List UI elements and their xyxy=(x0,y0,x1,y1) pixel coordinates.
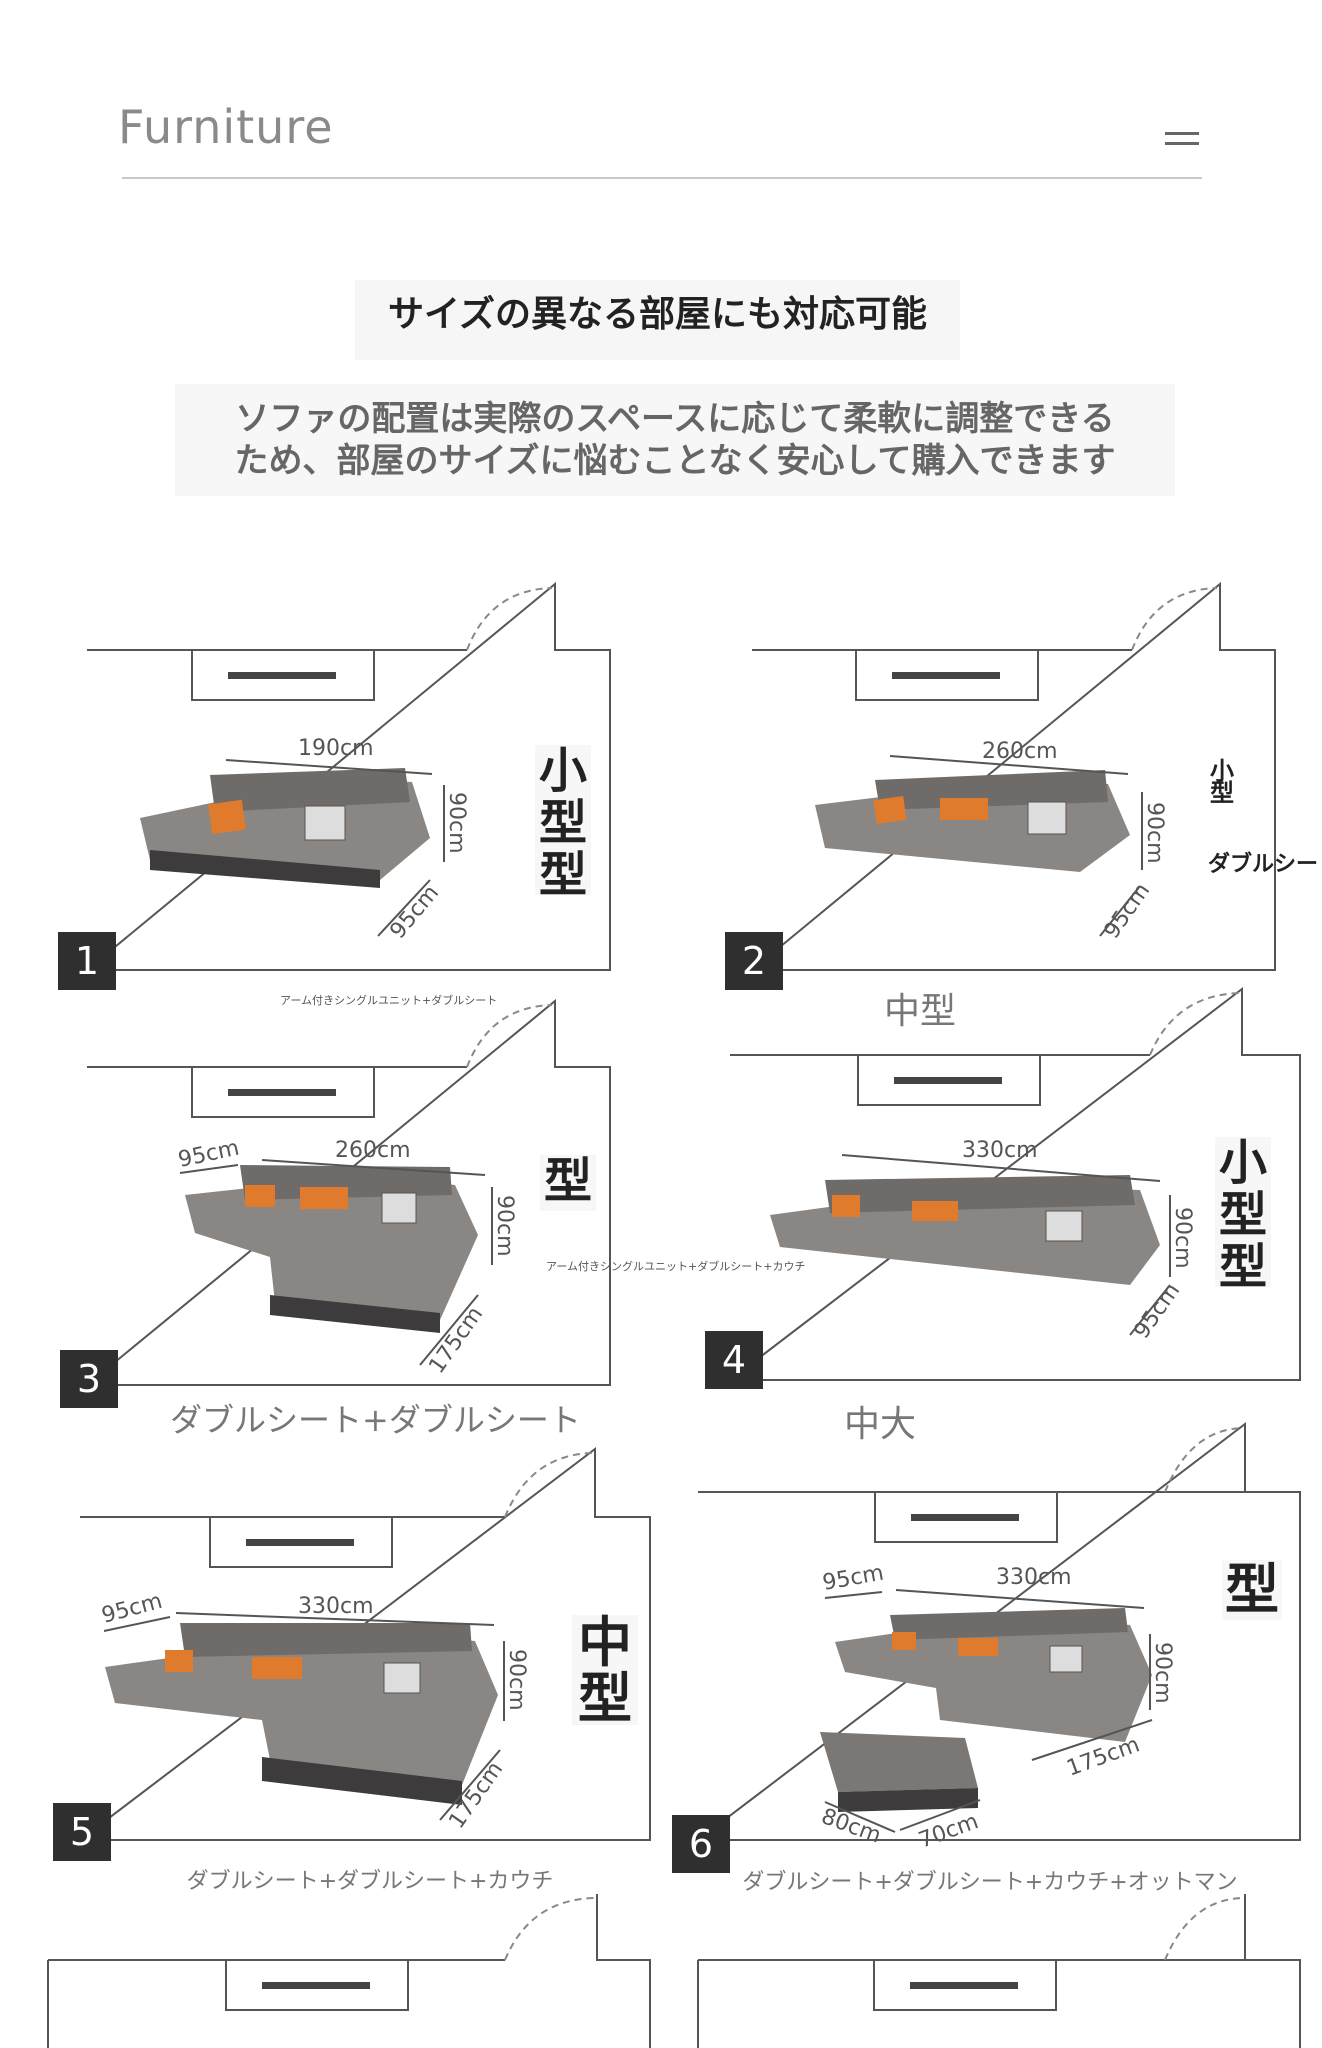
width-dimension-5: 330cm xyxy=(298,1594,374,1619)
sofa-illustration-1 xyxy=(140,768,430,888)
height-dimension-4: 90cm xyxy=(1170,1207,1195,1269)
size-label: 小型型 xyxy=(1215,1137,1271,1293)
depth-dimension-6: 175cm xyxy=(1064,1732,1144,1781)
layout-panel-2: 260cm 90cm 95cm 2 小型 ダブルシー 中型 xyxy=(660,570,1322,1032)
size-label: 小型 xyxy=(1210,757,1234,807)
side-dimension-6: 95cm xyxy=(821,1561,886,1596)
size-label: 中型 xyxy=(572,1615,638,1727)
layout-number-badge: 4 xyxy=(705,1331,763,1389)
size-label: 型 xyxy=(540,1155,596,1211)
headline: サイズの異なる部屋にも対応可能 xyxy=(355,280,960,360)
hamburger-menu-icon[interactable] xyxy=(1165,132,1199,146)
floor-plan-1: 190cm 90cm 95cm xyxy=(84,581,611,971)
layout-panel-7-partial xyxy=(0,1890,660,2048)
sofa-illustration-4 xyxy=(770,1175,1160,1285)
height-dimension-6: 90cm xyxy=(1150,1642,1175,1704)
depth-dimension-2: 95cm xyxy=(1099,879,1155,944)
layout-number-badge: 5 xyxy=(53,1803,111,1861)
subheading-line-1: ソファの配置は実際のスペースに応じて柔軟に調整できる xyxy=(235,399,1115,439)
depth-dimension-4: 95cm xyxy=(1129,1279,1185,1344)
side-dimension-5: 95cm xyxy=(99,1589,165,1629)
sofa-illustration-3 xyxy=(185,1165,478,1333)
size-label: 型 xyxy=(1222,1560,1282,1620)
layout-number-badge: 6 xyxy=(672,1815,730,1873)
layout-panel-5: 95cm 330cm 90cm 175cm 5 中型 ダブルシート+ダブルシート… xyxy=(0,1445,660,1900)
size-class-label: ダブルシート+ダブルシート+カウチ xyxy=(186,1869,554,1894)
size-class-label: ダブルシート+ダブルシート+カウチ+オットマン xyxy=(742,1870,1238,1895)
layout-caption: アーム付きシングルユニット+ダブルシート+カウチ xyxy=(546,1260,806,1273)
layout-panel-3: 95cm 260cm 90cm 175cm 3 型 アーム付きシングルユニット+… xyxy=(0,995,805,1445)
floor-plan-5: 95cm 330cm 90cm 175cm xyxy=(77,1446,651,1841)
layout-panel-8-partial xyxy=(660,1890,1322,2048)
width-dimension-6: 330cm xyxy=(996,1565,1072,1590)
sofa-illustration-6 xyxy=(820,1608,1152,1812)
height-dimension-3: 90cm xyxy=(492,1195,517,1257)
layout-number-badge: 1 xyxy=(58,932,116,990)
depth-dimension-1: 95cm xyxy=(385,881,444,944)
floor-plan-7 xyxy=(47,1894,651,2048)
width-dimension-4: 330cm xyxy=(962,1138,1038,1163)
layout-panel-1: 190cm 90cm 95cm 1 小型型 アーム付きシングルユニット+ダブルシ… xyxy=(0,570,660,1010)
floor-plan-4: 330cm 90cm 95cm xyxy=(727,986,1301,1381)
subheading: ソファの配置は実際のスペースに応じて柔軟に調整できる ため、部屋のサイズに悩むこ… xyxy=(175,384,1175,496)
floor-plan-8 xyxy=(697,1894,1301,2048)
floor-plan-6: 95cm 330cm 90cm 175cm 80cm 70cm xyxy=(695,1421,1301,1854)
size-class-label: ダブルシート+ダブルシート xyxy=(170,1401,581,1439)
header-divider xyxy=(122,177,1202,179)
side-dimension-3: 95cm xyxy=(176,1136,241,1173)
layout-panel-4: 330cm 90cm 95cm 4 小型型 中大 xyxy=(660,985,1322,1445)
height-dimension-2: 90cm xyxy=(1142,802,1167,864)
size-class-label: 中大 xyxy=(843,1404,916,1445)
ottoman-depth-dimension: 70cm xyxy=(916,1809,982,1854)
floor-plan-3: 95cm 260cm 90cm 175cm xyxy=(84,998,611,1386)
layout-number-badge: 2 xyxy=(725,932,783,990)
subheading-line-2: ため、部屋のサイズに悩むことなく安心して購入できます xyxy=(234,441,1116,481)
size-label: 小型型 xyxy=(535,745,591,901)
width-dimension-1: 190cm xyxy=(298,736,374,761)
floor-plan-2: 260cm 90cm 95cm xyxy=(749,581,1276,971)
layout-number-badge: 3 xyxy=(60,1350,118,1408)
layout-panel-6: 95cm 330cm 90cm 175cm 80cm 70cm 6 型 ダブルシ… xyxy=(660,1420,1322,1900)
height-dimension-5: 90cm xyxy=(504,1649,529,1711)
layout-caption: ダブルシー xyxy=(1208,852,1319,877)
size-class-label: 中型 xyxy=(883,991,956,1032)
width-dimension-3: 260cm xyxy=(335,1138,411,1163)
height-dimension-1: 90cm xyxy=(444,792,469,854)
sofa-illustration-5 xyxy=(105,1623,498,1805)
page-title: Furniture xyxy=(118,100,334,154)
layout-caption: アーム付きシングルユニット+ダブルシート xyxy=(280,994,498,1007)
sofa-illustration-2 xyxy=(815,770,1130,872)
width-dimension-2: 260cm xyxy=(982,739,1058,764)
